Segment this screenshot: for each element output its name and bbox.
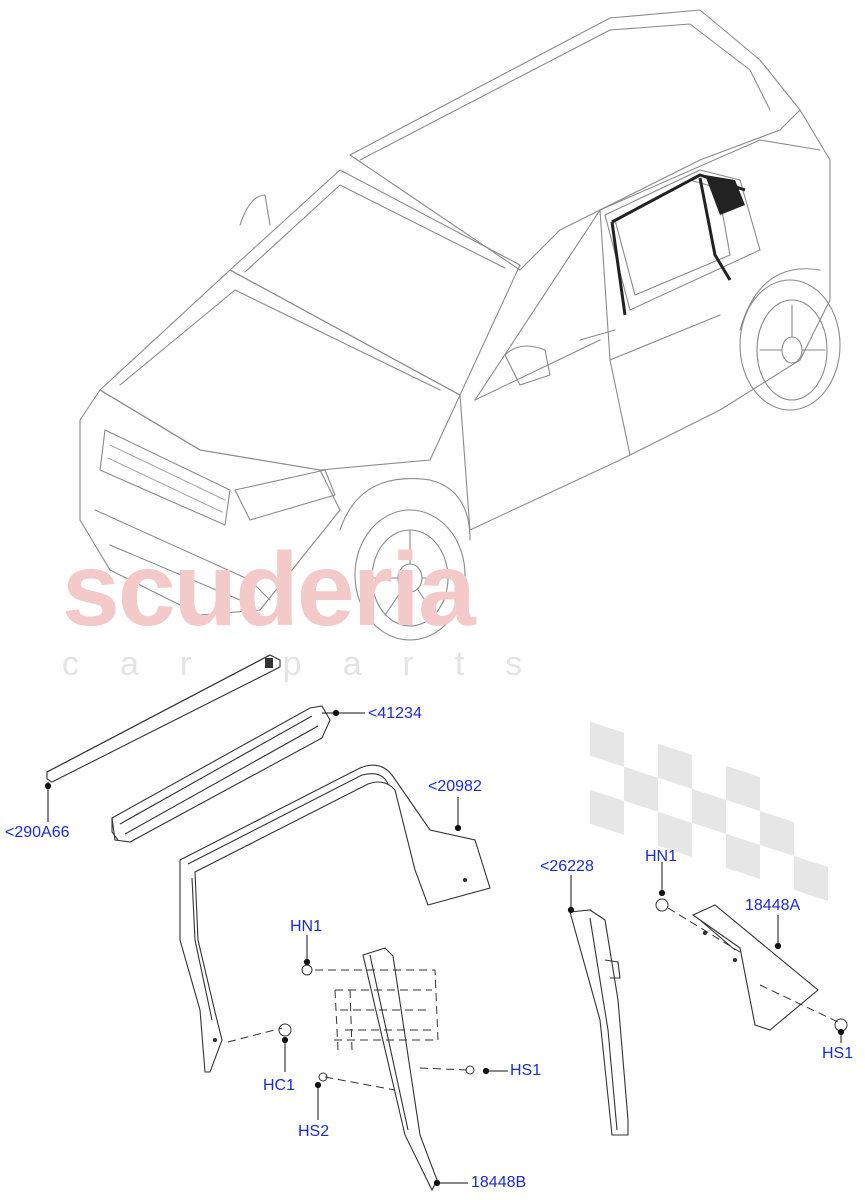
callout-20982[interactable]: <20982 [428, 778, 482, 795]
part-18448a-trim [691, 904, 819, 1031]
callout-290a66[interactable]: <290A66 [5, 824, 70, 841]
callout-hn1-right[interactable]: HN1 [645, 848, 678, 865]
clip-hs1-mid [465, 1065, 475, 1075]
part-290a66-strip [46, 654, 281, 783]
callout-41234[interactable]: <41234 [368, 705, 422, 722]
callout-hc1[interactable]: HC1 [263, 1077, 296, 1094]
clip-hc1 [278, 1023, 292, 1037]
part-41234-channel [111, 705, 331, 843]
callout-hn1-left[interactable]: HN1 [290, 918, 323, 935]
assembly-lines [227, 907, 839, 1091]
watermark-subtitle: car parts [62, 645, 564, 683]
part-20982-frame [179, 764, 491, 1073]
callout-18448b[interactable]: 18448B [471, 1174, 527, 1191]
callout-hs2[interactable]: HS2 [298, 1123, 330, 1140]
part-18448b-pillar [362, 947, 438, 1192]
fasteners [278, 898, 848, 1082]
highlighted-quarter-glass [705, 175, 745, 215]
callout-hs1-right[interactable]: HS1 [822, 1045, 854, 1062]
part-26228-seal [569, 909, 629, 1136]
clip-hn1-left [301, 964, 313, 976]
vehicle-outline [79, 9, 841, 641]
leader-lines [44, 709, 845, 1187]
clip-hn1-right [655, 898, 669, 912]
callout-hs1-mid[interactable]: HS1 [510, 1062, 542, 1079]
callout-18448a[interactable]: 18448A [745, 897, 801, 914]
callout-26228[interactable]: <26228 [540, 858, 594, 875]
watermark-brand: scuderia [62, 532, 476, 648]
checkered-flag-watermark [590, 721, 828, 902]
